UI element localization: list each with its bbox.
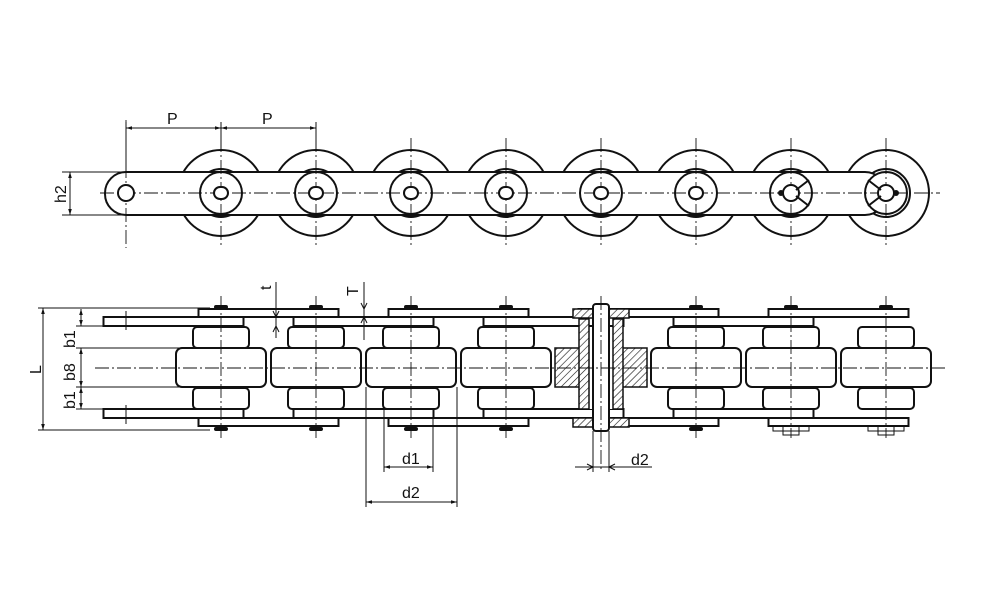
inner-plate-top [672,316,815,327]
pin-slot [403,186,419,200]
cotter-head [778,190,784,196]
pin-slot [688,186,704,200]
outer-plate-top [387,308,530,318]
l-label: L [28,365,45,374]
pin-slot [593,186,609,200]
inner-plate-bottom [482,408,625,419]
pin-hole [877,184,895,202]
bushing-section-left [578,318,590,410]
h2-label: h2 [53,185,70,203]
pin-slot [213,186,229,200]
bushing-section-right [612,318,624,410]
inner-plate-top [102,316,245,327]
pin-hole [117,184,135,202]
plan-view [95,296,945,472]
outer-plate-top [197,308,340,318]
side-view [100,120,940,248]
b1-top-label: b1 [62,330,79,348]
outer-plate-bottom [767,417,910,427]
dimension-lines [38,122,652,507]
inner-plate-bottom [672,408,815,419]
outer-plate-top [767,308,910,318]
t-arrows [272,310,280,333]
T-label: T [345,286,362,296]
pin-slot [498,186,514,200]
outer-plate-bottom [197,417,340,427]
d2-pin-arrows [586,463,616,471]
pin-hole [782,184,800,202]
inner-plate-bottom [102,408,245,419]
t-label: t [258,285,275,290]
b8-label: b8 [62,363,79,381]
pitch-label-1: P [167,111,178,128]
b1-bottom-label: b1 [62,391,79,409]
d2-pin-label: d2 [631,452,649,469]
d1-label: d1 [402,451,420,468]
pitch-label-2: P [262,111,273,128]
outer-plate-bottom [387,417,530,427]
T-arrows [360,302,368,324]
d2-roller-label: d2 [402,485,420,502]
cotter-head [893,190,899,196]
cotter-pin-icon [867,179,882,207]
inner-plate-bottom [292,408,435,419]
cotter-pin-icon [795,179,810,207]
pin-slot [308,186,324,200]
